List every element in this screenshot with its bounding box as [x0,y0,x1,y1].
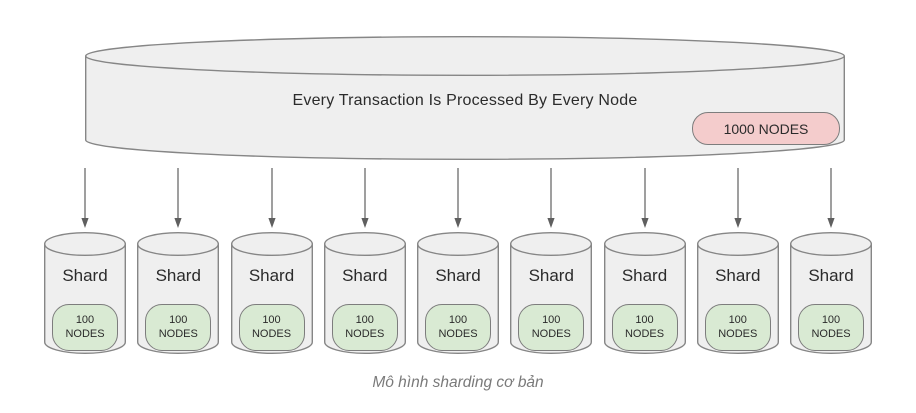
shard-nodes-count: 100 [75,313,95,326]
shard-cylinder: Shard 100 NODES [790,232,872,354]
down-arrow-icon [827,168,835,228]
shard-cylinder: Shard 100 NODES [603,232,686,354]
main-cylinder-label: Every Transaction Is Processed By Every … [292,92,638,109]
shard-nodes-count: 100 [355,313,374,326]
main-database-cylinder: Every Transaction Is Processed By Every … [85,36,845,161]
shard-label: Shard [621,266,668,285]
shard-label: Shard [62,266,108,285]
shard-column: Shard 100 NODES [323,167,406,354]
shard-nodes-count: 100 [169,313,188,326]
shard-cylinder: Shard 100 NODES [417,232,499,354]
total-nodes-badge: 1000 NODES [692,112,840,145]
shard-nodes-badge: 100 NODES [425,304,491,351]
shard-column: Shard 100 NODES [696,167,779,354]
shard-column: Shard 100 NODES [417,167,499,354]
down-arrow-icon [547,168,555,228]
shard-nodes-unit: NODES [624,327,665,340]
shard-nodes-count: 100 [821,313,841,326]
shard-label: Shard [715,266,761,285]
shard-cylinder: Shard 100 NODES [230,232,313,354]
shard-nodes-unit: NODES [531,327,571,340]
shard-cylinder: Shard 100 NODES [696,232,779,354]
shard-column: Shard 100 NODES [44,167,126,354]
shard-nodes-badge: 100 NODES [704,304,771,351]
down-arrow-icon [81,168,89,228]
down-arrow-icon [174,168,182,228]
shard-nodes-count: 100 [635,313,654,326]
shard-column: Shard 100 NODES [510,167,593,354]
down-arrow-icon [267,168,276,228]
shard-nodes-badge: 100 NODES [798,304,864,351]
shard-nodes-badge: 100 NODES [238,304,305,351]
shard-cylinder: Shard 100 NODES [510,232,593,354]
shards-row: Shard 100 NODES Shard 100 [44,167,872,354]
shard-label: Shard [342,266,388,285]
shard-nodes-unit: NODES [251,327,292,340]
down-arrow-icon [361,168,369,228]
shard-label: Shard [248,266,295,285]
shard-nodes-badge: 100 NODES [145,304,212,351]
down-arrow-icon [454,168,462,228]
shard-column: Shard 100 NODES [603,167,686,354]
down-arrow-icon [734,168,742,228]
shard-nodes-badge: 100 NODES [518,304,585,351]
shard-nodes-badge: 100 NODES [331,304,398,351]
shard-column: Shard 100 NODES [790,167,872,354]
shard-nodes-unit: NODES [438,327,478,340]
shard-label: Shard [808,266,854,285]
shard-cylinder: Shard 100 NODES [137,232,220,354]
shard-nodes-count: 100 [448,313,468,326]
shard-nodes-badge: 100 NODES [611,304,678,351]
shard-nodes-unit: NODES [158,327,198,340]
shard-nodes-badge: 100 NODES [52,304,118,351]
shard-label: Shard [435,266,481,285]
shard-nodes-unit: NODES [65,327,105,340]
diagram-caption: Mô hình sharding cơ bản [372,374,544,391]
shard-column: Shard 100 NODES [137,167,220,354]
shard-cylinder: Shard 100 NODES [323,232,406,354]
shard-label: Shard [155,266,201,285]
shard-nodes-unit: NODES [345,327,385,340]
shard-column: Shard 100 NODES [230,167,313,354]
down-arrow-icon [640,168,649,228]
shard-cylinder: Shard 100 NODES [44,232,126,354]
shard-nodes-count: 100 [542,313,561,326]
shard-nodes-unit: NODES [718,327,758,340]
shard-nodes-count: 100 [262,313,281,326]
shard-nodes-count: 100 [728,313,747,326]
cylinder-shape-icon [85,36,845,160]
shard-nodes-unit: NODES [811,327,851,340]
shard-label: Shard [528,266,574,285]
